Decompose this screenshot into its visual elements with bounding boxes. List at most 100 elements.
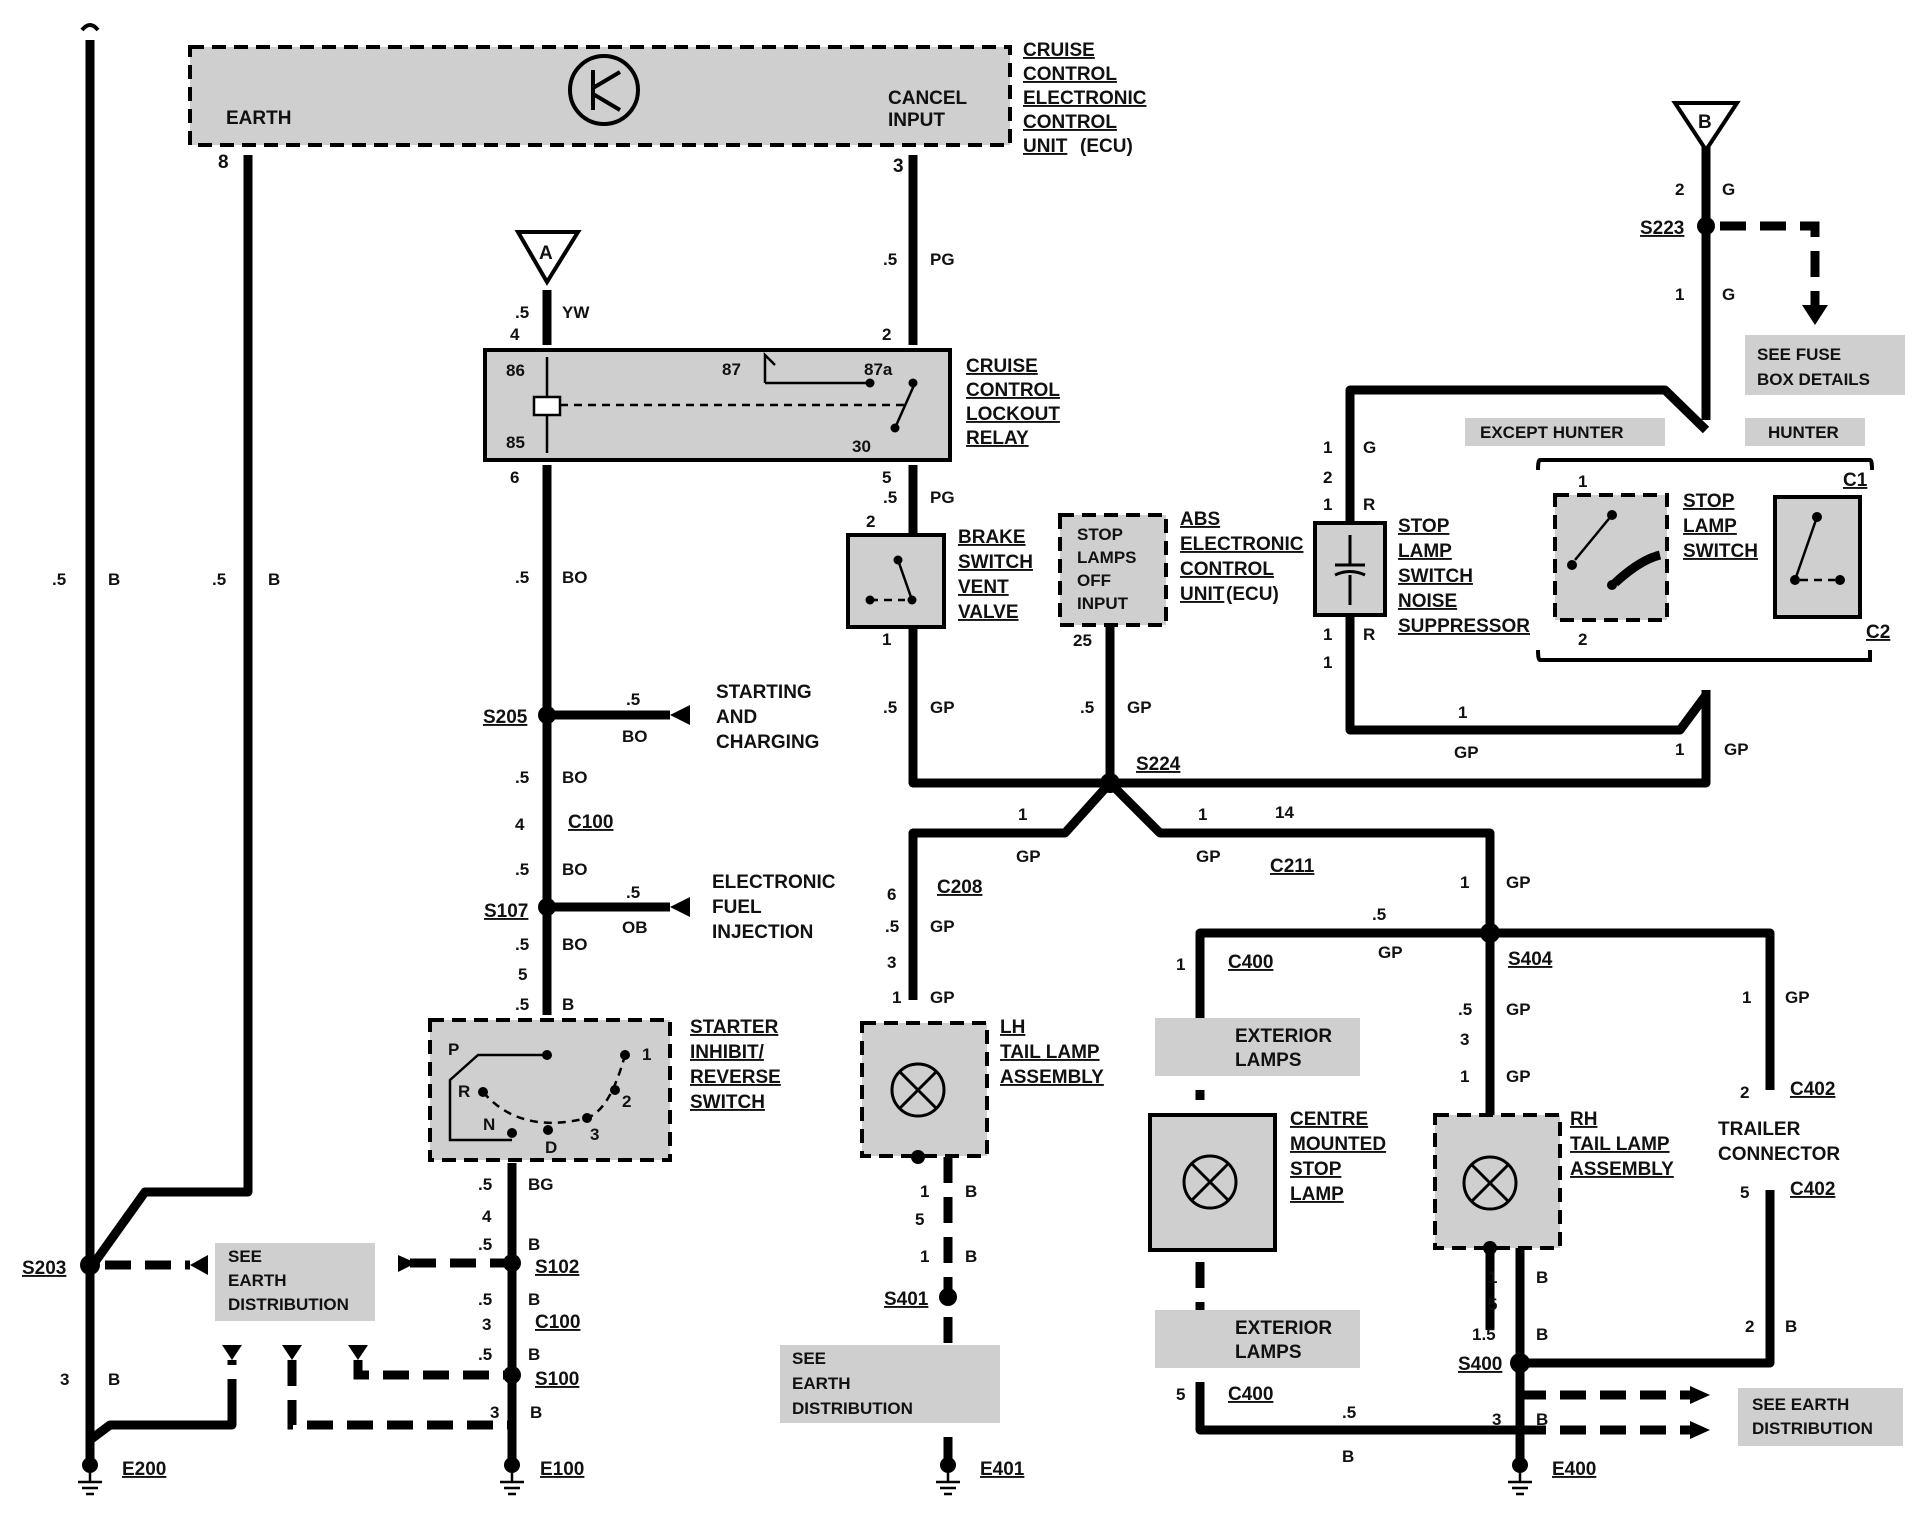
wl-pg2-size: .5 — [883, 488, 897, 507]
fuse-box-ref: SEE FUSE BOX DETAILS — [1745, 335, 1905, 395]
earth-distribution-ref-1: SEE EARTH DISTRIBUTION — [215, 1243, 375, 1321]
label-s400: S400 — [1458, 1354, 1502, 1375]
wl-c100-pin: 4 — [515, 815, 525, 834]
wl-cb-size: .5 — [1342, 1403, 1356, 1422]
relay-title-4: RELAY — [966, 428, 1029, 449]
wl-gp2-size: .5 — [1080, 698, 1094, 717]
exterior-lamps-ref-2: EXTERIOR LAMPS — [1155, 1310, 1360, 1368]
sw-hunter-dot-3 — [1835, 575, 1845, 585]
wl-e400-color: B — [1536, 1410, 1548, 1429]
wire-e200 — [87, 1405, 237, 1444]
centre-title-3: STOP — [1290, 1159, 1342, 1180]
label-s100: S100 — [535, 1369, 579, 1390]
abs-ecu-box — [1058, 513, 1168, 627]
ecu-pin-8: 8 — [218, 152, 229, 173]
sw-hunter-arm — [1793, 516, 1819, 581]
hunter-label: HUNTER — [1768, 423, 1839, 442]
except-hunter-label: EXCEPT HUNTER — [1480, 423, 1624, 442]
wl-hg-pin: 1 — [1323, 438, 1332, 457]
earth-distribution-ref-3: SEE EARTH DISTRIBUTION — [1738, 1388, 1903, 1446]
ecu-title-suffix: (ECU) — [1080, 136, 1133, 157]
abs-title-suffix: (ECU) — [1226, 584, 1279, 605]
wl-r6: 6 — [510, 468, 519, 487]
lh-bulb-icon — [890, 1062, 946, 1118]
wl-bg-color: BG — [528, 1175, 554, 1194]
hunter-tag — [1745, 418, 1865, 446]
splice-s203-dot — [80, 1255, 100, 1275]
wl-gp5-size: .5 — [885, 917, 899, 936]
abs-title-4: UNIT — [1180, 584, 1225, 605]
wl-lb2-color: B — [965, 1247, 977, 1266]
label-c208: C208 — [937, 877, 982, 898]
centre-title-2: MOUNTED — [1290, 1134, 1386, 1155]
wire-ecu-earth — [91, 155, 253, 1265]
earth-ref-3-line-2: DISTRIBUTION — [1752, 1419, 1873, 1438]
wl-g1-color: G — [1722, 180, 1735, 199]
wl-b9-color: B — [530, 1403, 542, 1422]
wl-p5: 5 — [518, 965, 527, 984]
wl-s205-size: .5 — [626, 690, 640, 709]
splice-s224-dot — [1100, 773, 1120, 793]
starter-title-2: INHIBIT/ — [690, 1042, 765, 1063]
lh-lamp-box — [860, 1021, 989, 1158]
wl-r1-pin: 1 — [1323, 495, 1332, 514]
starter-pos-p: P — [448, 1040, 459, 1059]
wl-gp9-color: GP — [1506, 873, 1531, 892]
wl-g2-color: G — [1722, 285, 1735, 304]
sw-except-bar — [1611, 550, 1662, 587]
relay-pin-30: 30 — [852, 437, 871, 456]
label-c402-b: C402 — [1790, 1179, 1835, 1200]
wl-bo4-size: .5 — [515, 935, 529, 954]
capacitor-icon — [1334, 535, 1366, 605]
wl-bo1-size: .5 — [515, 568, 529, 587]
sw-title-2: LAMP — [1683, 516, 1737, 537]
sw-except-dot-2 — [1567, 560, 1577, 570]
splice-s102-dot — [503, 1254, 521, 1272]
wl-gp11-color: GP — [1506, 1000, 1531, 1019]
brake-title-2: SWITCH — [958, 552, 1033, 573]
branch-labels: STARTING AND CHARGING ELECTRONIC FUEL IN… — [712, 682, 1840, 1165]
wl-gp8-color: GP — [1724, 740, 1749, 759]
wire-s224-switch — [1110, 690, 1711, 788]
rh-bulb-cross — [1470, 1163, 1510, 1203]
brake-switch: BRAKE SWITCH VENT VALVE — [846, 527, 1033, 629]
arrow-s203-icon — [190, 1255, 208, 1275]
wl-tb-color: B — [1785, 1317, 1797, 1336]
wl-gp4-pin: 1 — [1198, 805, 1207, 824]
wl-gp2-color: GP — [1127, 698, 1152, 717]
label-s223: S223 — [1640, 218, 1684, 239]
label-c211: C211 — [1270, 856, 1315, 877]
wires — [85, 40, 1820, 1465]
relay-pin-87a: 87a — [864, 360, 893, 379]
wl-e400-pin: 3 — [1492, 1410, 1501, 1429]
relay-title-3: LOCKOUT — [966, 404, 1060, 425]
wl-rb2-color: B — [1536, 1325, 1548, 1344]
wl-hg-color: G — [1363, 438, 1376, 457]
wl-bo1-color: BO — [562, 568, 588, 587]
exterior-lamps-ref-1: EXTERIOR LAMPS — [1155, 1018, 1360, 1076]
starter-dot-n — [507, 1128, 517, 1138]
sw-title-3: SWITCH — [1683, 541, 1758, 562]
ecu-title-1: CRUISE — [1023, 40, 1095, 61]
brake-title-4: VALVE — [958, 602, 1019, 623]
wl-rb1-pin: 1 — [1488, 1268, 1497, 1287]
earth-symbols — [78, 1457, 1532, 1496]
wl-bo4-color: BO — [562, 935, 588, 954]
noise-suppressor: STOP LAMP SWITCH NOISE SUPPRESSOR — [1313, 516, 1530, 637]
suppressor-title-2: LAMP — [1398, 541, 1452, 562]
suppressor-title-1: STOP — [1398, 516, 1450, 537]
arrow-s107-icon — [670, 897, 690, 917]
wl-b6-color: B — [528, 1235, 540, 1254]
wl-s107-color: OB — [622, 918, 648, 937]
wire-brake-s224 — [908, 625, 1110, 788]
wl-c211-pin: 14 — [1275, 803, 1294, 822]
wl-g2-pin: 1 — [1675, 285, 1684, 304]
wl-p3b: 3 — [490, 1403, 499, 1422]
fuse-ref-box — [1745, 335, 1905, 395]
wl-b8-color: B — [528, 1345, 540, 1364]
ecu-title-4: CONTROL — [1023, 112, 1117, 133]
wl-b8-size: .5 — [478, 1345, 492, 1364]
label-s404: S404 — [1508, 949, 1553, 970]
centre-stop-lamp: CENTRE MOUNTED STOP LAMP — [1148, 1109, 1386, 1252]
